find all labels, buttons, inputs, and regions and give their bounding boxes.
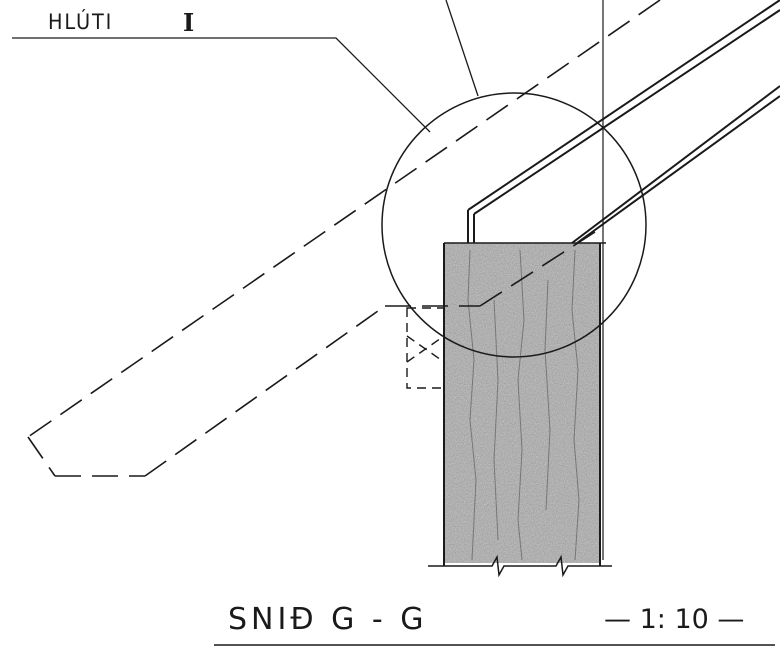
detail-label: HLÚTI xyxy=(48,10,114,34)
section-scale: — 1: 10 — xyxy=(604,604,745,635)
dashed-outline xyxy=(27,0,661,477)
detail-circle xyxy=(381,92,647,358)
slab-element xyxy=(467,0,780,244)
concrete-post xyxy=(443,242,606,566)
section-title: SNIÐ G - G xyxy=(228,602,428,637)
detail-number: I xyxy=(183,8,195,37)
break-line xyxy=(428,554,612,578)
bearing-block xyxy=(406,307,445,389)
leader-lines xyxy=(12,0,479,133)
